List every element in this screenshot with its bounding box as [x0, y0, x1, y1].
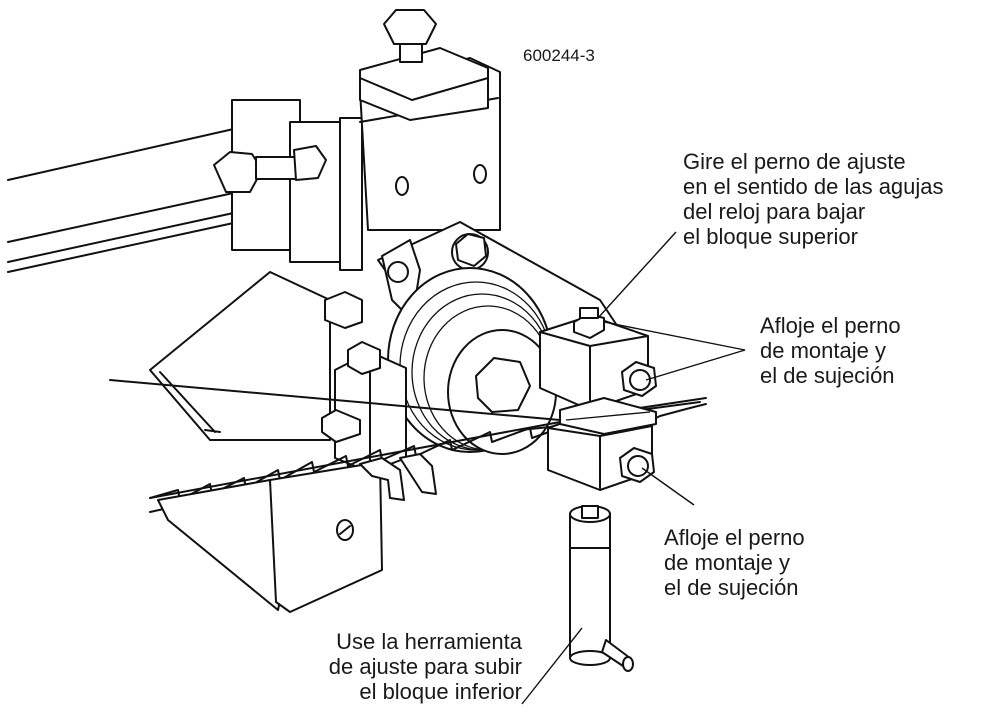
guide-bearing	[387, 267, 557, 455]
figure-id: 600244-3	[523, 46, 595, 65]
callout-line: el bloque inferior	[359, 679, 522, 704]
loosen-top-callout: Afloje el perno de montaje y el de sujec…	[760, 313, 901, 388]
arm-bolt	[213, 145, 327, 193]
tool-callout: Use la herramienta de ajuste para subir …	[260, 629, 522, 704]
lower-guide-block	[547, 397, 657, 491]
callout-line: Afloje el perno	[760, 313, 901, 338]
loosen-bottom-callout: Afloje el perno de montaje y el de sujec…	[664, 525, 805, 600]
lower-plate	[149, 271, 331, 441]
callout-line: de montaje y	[664, 550, 790, 575]
callout-line: del reloj para bajar	[683, 199, 866, 224]
pin-housing	[321, 291, 407, 473]
callout-line: Use la herramienta	[336, 629, 522, 654]
callout-line: de ajuste para subir	[328, 654, 522, 679]
leader-lines	[521, 231, 746, 705]
adjust-bolt-callout: Gire el perno de ajuste en el sentido de…	[683, 149, 944, 249]
callout-line: el de sujeción	[760, 363, 895, 388]
callout-line: el bloque superior	[683, 224, 858, 249]
callout-line: de montaje y	[760, 338, 886, 363]
blade-bracket	[157, 453, 437, 613]
upper-guide-block	[539, 307, 657, 411]
callout-line: en el sentido de las agujas	[683, 174, 944, 199]
callout-line: Gire el perno de ajuste	[683, 149, 906, 174]
guide-arm	[7, 99, 363, 273]
callout-line: el de sujeción	[664, 575, 799, 600]
adjustment-tool	[569, 505, 634, 672]
callout-line: Afloje el perno	[664, 525, 805, 550]
upper-clamp-block	[359, 9, 501, 231]
